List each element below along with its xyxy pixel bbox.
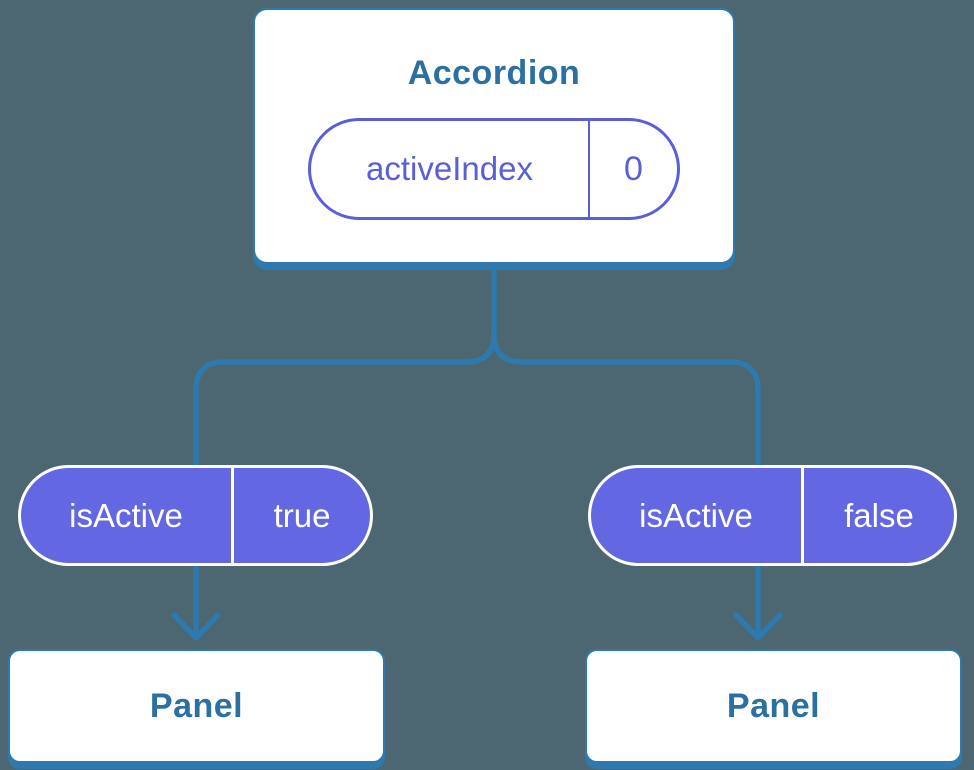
state-pill: activeIndex 0 (308, 118, 680, 220)
state-pill-value: 0 (624, 149, 643, 188)
prop-pill-divider (231, 468, 234, 563)
connector-branch-right (491, 331, 761, 467)
prop-pill-left: isActive true (18, 465, 373, 566)
arrow-head-left-icon (171, 612, 221, 641)
panel-node-title: Panel (726, 686, 821, 725)
prop-pill-value: false (844, 496, 914, 534)
state-pill-name: activeIndex (366, 150, 533, 187)
accordion-node-title: Accordion (407, 54, 581, 92)
state-pill-divider (588, 121, 590, 217)
connector-branch-left (193, 261, 497, 467)
prop-pill-divider (801, 468, 804, 563)
prop-pill-value: true (273, 496, 331, 534)
accordion-node: Accordion activeIndex 0 (253, 8, 735, 264)
prop-pill-right: isActive false (588, 465, 957, 566)
prop-pill-name: isActive (639, 496, 753, 534)
prop-pill-name: isActive (69, 496, 183, 534)
arrow-head-right-icon (733, 612, 783, 641)
panel-node-title: Panel (149, 686, 244, 725)
panel-node-left: Panel (8, 649, 385, 763)
panel-node-right: Panel (585, 649, 962, 763)
